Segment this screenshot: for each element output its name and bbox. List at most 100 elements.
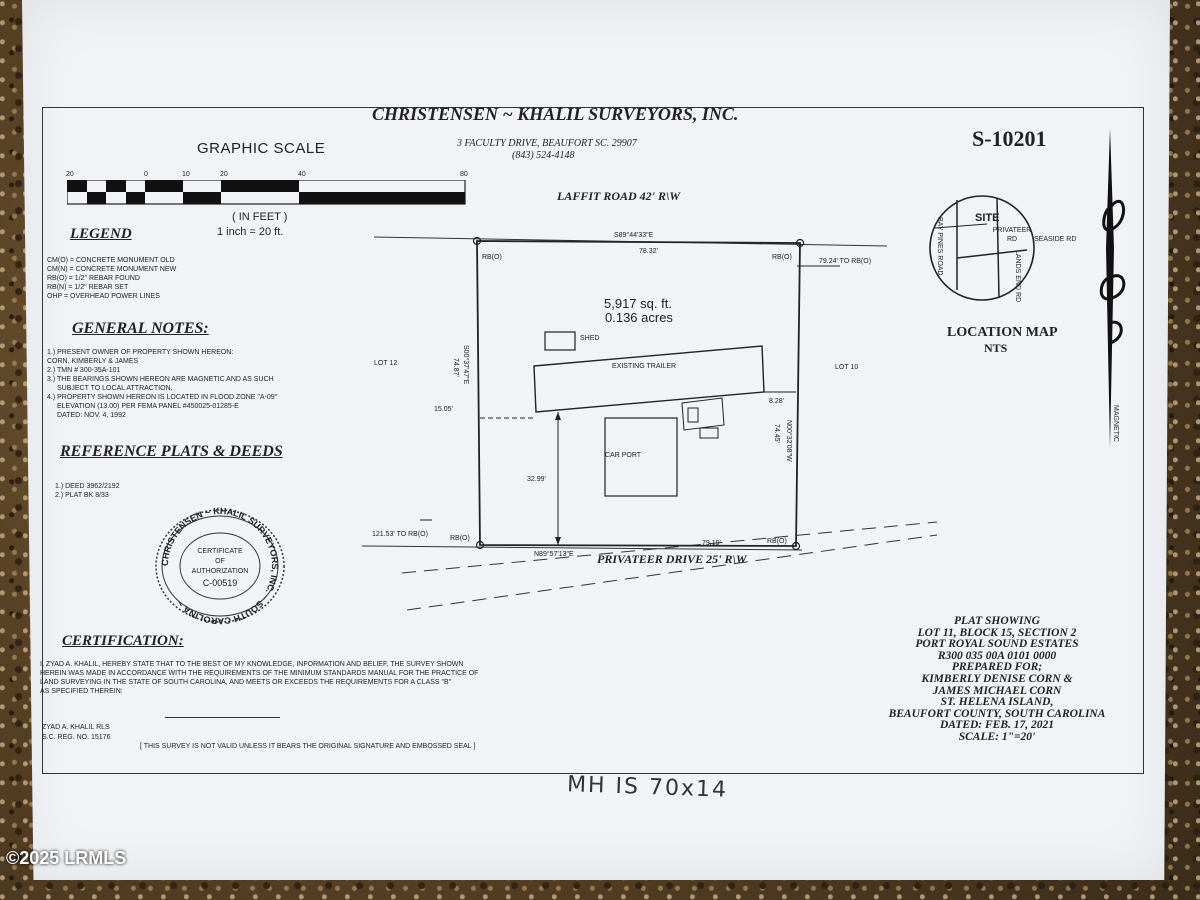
cert-line: AS SPECIFIED THEREIN: <box>40 688 123 695</box>
title-line: R300 035 00A 0101 0000 <box>937 649 1057 662</box>
note-line: 1.) PRESENT OWNER OF PROPERTY SHOWN HERE… <box>47 349 234 356</box>
bearing-top: S89°44'33"E <box>614 232 654 239</box>
carport-label: CAR PORT <box>605 452 642 459</box>
general-notes-list: 1.) PRESENT OWNER OF PROPERTY SHOWN HERE… <box>47 348 277 420</box>
reg-number: S.C. REG. NO. 15176 <box>42 734 111 741</box>
road-privateer: PRIVATEER RD <box>992 227 1032 243</box>
handwritten-note: MH IS 70x14 <box>566 772 729 803</box>
to-rebar-left: 121.53' TO RB(O) <box>372 531 428 538</box>
certification-title: CERTIFICATION: <box>62 633 184 649</box>
cert-line: I, ZYAD A. KHALIL, HEREBY STATE THAT TO … <box>40 661 464 668</box>
corner-label-se: RB(O) <box>767 538 787 545</box>
scale-tick: 80 <box>460 171 468 178</box>
to-rebar-right: 79.24' TO RB(O) <box>819 258 872 265</box>
seal-line: CERTIFICATE <box>197 548 243 555</box>
road-seaside: SEASIDE RD <box>1034 236 1077 243</box>
company-name: CHRISTENSEN ~ KHALIL SURVEYORS, INC. <box>372 104 739 124</box>
road-top-label: LAFFIT ROAD 42' R\W <box>557 189 681 203</box>
bearing-right: N00°32'08"W <box>785 420 792 462</box>
scale-bar <box>67 180 466 205</box>
title-line: DATED: FEB. 17, 2021 <box>939 719 1055 732</box>
title-line: KIMBERLY DENISE CORN & <box>921 672 1073 685</box>
note-line: ELEVATION (13.00) PER FEMA PANEL #450025… <box>57 403 239 410</box>
drawing-number: S-10201 <box>972 126 1047 151</box>
title-line: PORT ROYAL SOUND ESTATES <box>915 638 1079 651</box>
scale-tick: 20 <box>220 171 228 178</box>
road-bay-pines: BAY PINES ROAD <box>936 217 943 276</box>
note-line: SUBJECT TO LOCAL ATTRACTION. <box>57 385 173 392</box>
offset-right: 8.28' <box>769 398 784 405</box>
svg-text:CHRISTENSEN ~ KHALIL SURVEYORS: CHRISTENSEN ~ KHALIL SURVEYORS, INC. ~ S… <box>160 506 280 626</box>
title-line: SCALE: 1"=20' <box>958 730 1036 743</box>
seal-ring-text: CHRISTENSEN ~ KHALIL SURVEYORS, INC. ~ S… <box>160 506 280 626</box>
reference-title: REFERENCE PLATS & DEEDS <box>60 443 283 460</box>
scale-tick: 20 <box>66 171 74 178</box>
road-bottom-label: PRIVATEER DRIVE 25' R\W <box>597 552 747 566</box>
scale-tick: 0 <box>144 171 148 178</box>
note-line: 4.) PROPERTY SHOWN HEREON IS LOCATED IN … <box>47 394 278 401</box>
embossed-seal: CHRISTENSEN ~ KHALIL SURVEYORS, INC. ~ S… <box>155 506 285 626</box>
lot-12-label: LOT 12 <box>374 360 398 367</box>
lot-10-label: LOT 10 <box>835 364 859 371</box>
disclaimer: [ THIS SURVEY IS NOT VALID UNLESS IT BEA… <box>140 743 476 750</box>
location-map-title: LOCATION MAP <box>947 325 1058 340</box>
distance-right: 74.45' <box>773 424 780 443</box>
cert-line: LAND SURVEYING IN THE STATE OF SOUTH CAR… <box>40 679 452 686</box>
corner-label-sw: RB(O) <box>450 535 470 542</box>
legend-title: LEGEND <box>70 226 132 242</box>
scale-ratio: 1 inch = 20 ft. <box>217 226 284 238</box>
corner-label-ne: RB(O) <box>772 254 792 261</box>
legend-item: RB(N) = 1/2" REBAR SET <box>47 284 129 291</box>
title-block: PLAT SHOWING LOT 11, BLOCK 15, SECTION 2… <box>862 615 1132 744</box>
cert-line: HEREIN WAS MADE IN ACCORDANCE WITH THE R… <box>40 670 479 677</box>
magnetic-label: MAGNETIC <box>1112 405 1119 442</box>
area-acres: 0.136 acres <box>605 310 673 325</box>
offset-front: 32.99' <box>527 476 546 483</box>
seal-line: AUTHORIZATION <box>192 568 249 575</box>
road-lands-end: LANDS END RD <box>1014 250 1021 303</box>
distance-top: 78.32' <box>639 248 658 255</box>
location-map <box>929 195 1035 301</box>
legend-item: RB(O) = 1/2" REBAR FOUND <box>47 275 140 282</box>
plat-border <box>42 107 1144 774</box>
seal-line: OF <box>215 558 225 565</box>
certification-text: I, ZYAD A. KHALIL, HEREBY STATE THAT TO … <box>40 660 478 696</box>
reference-line: 2.) PLAT BK 8/33 <box>55 492 109 499</box>
note-line: CORN, KIMBERLY & JAMES <box>47 358 139 365</box>
scale-title: GRAPHIC SCALE <box>197 140 326 157</box>
seal-number: C-00519 <box>203 578 238 588</box>
survey-paper: CHRISTENSEN ~ KHALIL SURVEYORS, INC. 3 F… <box>22 0 1170 880</box>
note-line: DATED: NOV. 4, 1992 <box>57 412 126 419</box>
legend-item: OHP = OVERHEAD POWER LINES <box>47 293 160 300</box>
legend-list: CM(O) = CONCRETE MONUMENT OLD CM(N) = CO… <box>47 256 176 301</box>
bearing-bottom: N89°57'13"E <box>534 551 574 558</box>
location-map-nts: NTS <box>984 341 1008 355</box>
scale-units: ( IN FEET ) <box>232 211 288 223</box>
reference-line: 1.) DEED 3962/2192 <box>55 483 120 490</box>
general-notes-title: GENERAL NOTES: <box>72 320 209 337</box>
north-arrow-icon <box>1099 128 1126 448</box>
note-line: 3.) THE BEARINGS SHOWN HEREON ARE MAGNET… <box>47 376 274 383</box>
legend-item: CM(O) = CONCRETE MONUMENT OLD <box>47 257 175 264</box>
scale-tick: 10 <box>182 171 190 178</box>
shed-label: SHED <box>580 335 600 342</box>
title-line: PLAT SHOWING <box>954 615 1040 627</box>
site-label: SITE <box>975 212 1000 224</box>
signer: ZYAD A. KHALIL RLS <box>42 724 110 731</box>
legend-item: CM(N) = CONCRETE MONUMENT NEW <box>47 266 177 273</box>
corner-label-nw: RB(O) <box>482 254 502 261</box>
offset-left: 15.05' <box>434 406 453 413</box>
title-line: JAMES MICHAEL CORN <box>932 684 1062 697</box>
scale-tick: 40 <box>298 171 306 178</box>
bearing-left: S00°37'47"E <box>462 345 469 385</box>
plat-drawing <box>362 236 938 611</box>
title-line: BEAUFORT COUNTY, SOUTH CAROLINA <box>888 707 1106 720</box>
note-line: 2.) TMN # 300-35A-101 <box>47 367 121 374</box>
distance-left: 74.87' <box>452 358 459 377</box>
reference-list: 1.) DEED 3962/2192 2.) PLAT BK 8/33 <box>55 482 120 500</box>
distance-bottom: 79.19' <box>702 540 721 547</box>
signature-line <box>165 717 280 718</box>
company-address: 3 FACULTY DRIVE, BEAUFORT SC. 29907 <box>457 138 637 149</box>
area-sqft: 5,917 sq. ft. <box>604 296 672 311</box>
watermark: ©2025 LRMLS <box>6 848 127 868</box>
